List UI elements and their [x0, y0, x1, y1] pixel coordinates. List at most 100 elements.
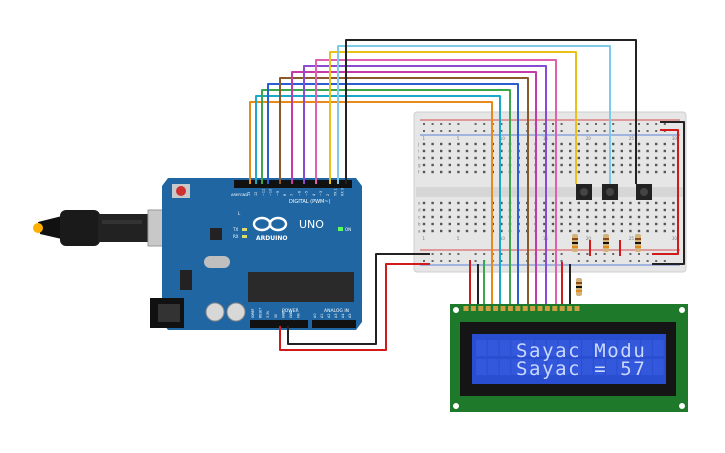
lcd-cell	[617, 340, 629, 356]
lcd-pin	[470, 306, 476, 311]
lcd-cell	[594, 340, 605, 356]
digital-label: DIGITAL (PWM~)	[289, 199, 331, 205]
arduino-model: UNO	[299, 218, 324, 231]
power-pin-label: GND	[289, 310, 293, 318]
analog-pin-label: A2	[327, 314, 331, 318]
analog-label: ANALOG IN	[324, 308, 349, 314]
breadboard-column-number: 20	[586, 136, 592, 141]
lcd-pin	[530, 306, 536, 311]
arduino-logo	[252, 216, 288, 232]
wire-magenta	[291, 71, 537, 308]
wire-red-right	[652, 129, 679, 255]
power-label: POWER	[282, 308, 299, 314]
breadboard-row-letter: j	[417, 142, 419, 147]
reset-button[interactable]	[176, 186, 186, 196]
lcd-cell	[535, 359, 546, 375]
lcd-pin	[478, 306, 484, 311]
gnd-label: GND	[240, 193, 248, 197]
digital-pin-label: 7	[290, 194, 294, 196]
digital-pin-label: ~3	[319, 191, 323, 196]
lcd-cell	[487, 340, 499, 356]
analog-pin-label: A0	[313, 314, 317, 318]
analog-header	[312, 320, 356, 328]
lcd-pin	[493, 306, 499, 311]
digital-pin-label: ~9	[276, 191, 280, 196]
lcd-cell	[617, 359, 629, 375]
wire-brown	[279, 77, 529, 308]
analog-pin-label: A1	[320, 314, 324, 318]
lcd-pin	[485, 306, 491, 311]
breadboard-column-number: 25	[629, 136, 635, 141]
push-button-3[interactable]	[636, 184, 652, 200]
power-pin-label: 3.3V	[266, 310, 270, 318]
lcd-cell	[523, 340, 534, 356]
resistor-1	[572, 234, 578, 252]
lcd-cell	[594, 359, 605, 375]
lcd-cell	[605, 340, 617, 356]
lcd-cell	[476, 359, 487, 375]
lcd-cell	[535, 340, 546, 356]
lcd-pin	[559, 306, 565, 311]
rx-label: RX	[233, 234, 239, 239]
lcd-module: Sayac Modu Sayac = 57	[450, 304, 688, 412]
wire-black-top	[345, 39, 637, 184]
lcd-cell	[523, 359, 534, 375]
atmega-chip	[248, 272, 354, 302]
digital-pin-label: 12	[254, 192, 258, 196]
arduino-brand: ARDUINO	[256, 235, 287, 242]
aref-label: AREF	[231, 193, 240, 197]
breadboard-column-number: 1	[423, 136, 426, 141]
lcd-line-1: Sayac Modu	[516, 340, 646, 362]
lcd-cell	[570, 359, 581, 375]
breadboard-column-number: 1	[423, 236, 426, 241]
digital-pin-label: ~10	[269, 189, 273, 196]
analog-pin-label: A5	[348, 314, 352, 318]
lcd-cell	[641, 359, 652, 375]
analog-pin-label: A4	[341, 314, 345, 318]
lcd-pin	[544, 306, 550, 311]
digital-pin-label: ~6	[297, 191, 301, 196]
lcd-character-cells	[476, 340, 664, 375]
digital-pin-label: 8	[283, 194, 287, 196]
power-pin-label: Vin	[297, 313, 301, 318]
lcd-cell	[605, 359, 617, 375]
push-button-2[interactable]	[602, 184, 618, 200]
wire-teal-1	[255, 95, 501, 308]
lcd-pin	[463, 306, 469, 311]
wire-red-5v	[279, 263, 430, 351]
lcd-cell	[570, 340, 581, 356]
wire-black-gnd	[287, 253, 430, 345]
lcd-cell	[629, 359, 640, 375]
wire-pink	[315, 59, 557, 308]
digital-pin-label: ~11	[261, 189, 265, 196]
breadboard-row-letter: e	[418, 201, 421, 206]
wire-light-blue	[337, 45, 611, 184]
wire-orange	[249, 101, 493, 308]
on-label: ON	[345, 227, 351, 232]
lcd-pin	[552, 306, 558, 311]
wire-black-right	[652, 121, 685, 265]
digital-pin-label: 4	[312, 194, 316, 196]
lcd-cell	[558, 359, 570, 375]
breadboard-row-letter: b	[418, 222, 421, 227]
wire-yellow	[329, 51, 577, 184]
lcd-pin	[567, 306, 573, 311]
resistor-4	[576, 278, 582, 296]
resistor-3	[635, 234, 641, 252]
wire-blue	[267, 83, 519, 308]
digital-pin-label: ~5	[305, 191, 309, 196]
breadboard-row-letter: f	[418, 170, 420, 175]
l-label: L	[238, 211, 241, 216]
lcd-pin	[574, 306, 580, 311]
power-header	[250, 320, 308, 328]
push-button-1[interactable]	[576, 184, 592, 200]
lcd-pin	[515, 306, 521, 311]
lcd-line-2: Sayac = 57	[516, 358, 646, 380]
breadboard-column-number: 30	[672, 236, 678, 241]
power-pin-label: RESET	[259, 308, 263, 318]
wires	[249, 39, 685, 351]
